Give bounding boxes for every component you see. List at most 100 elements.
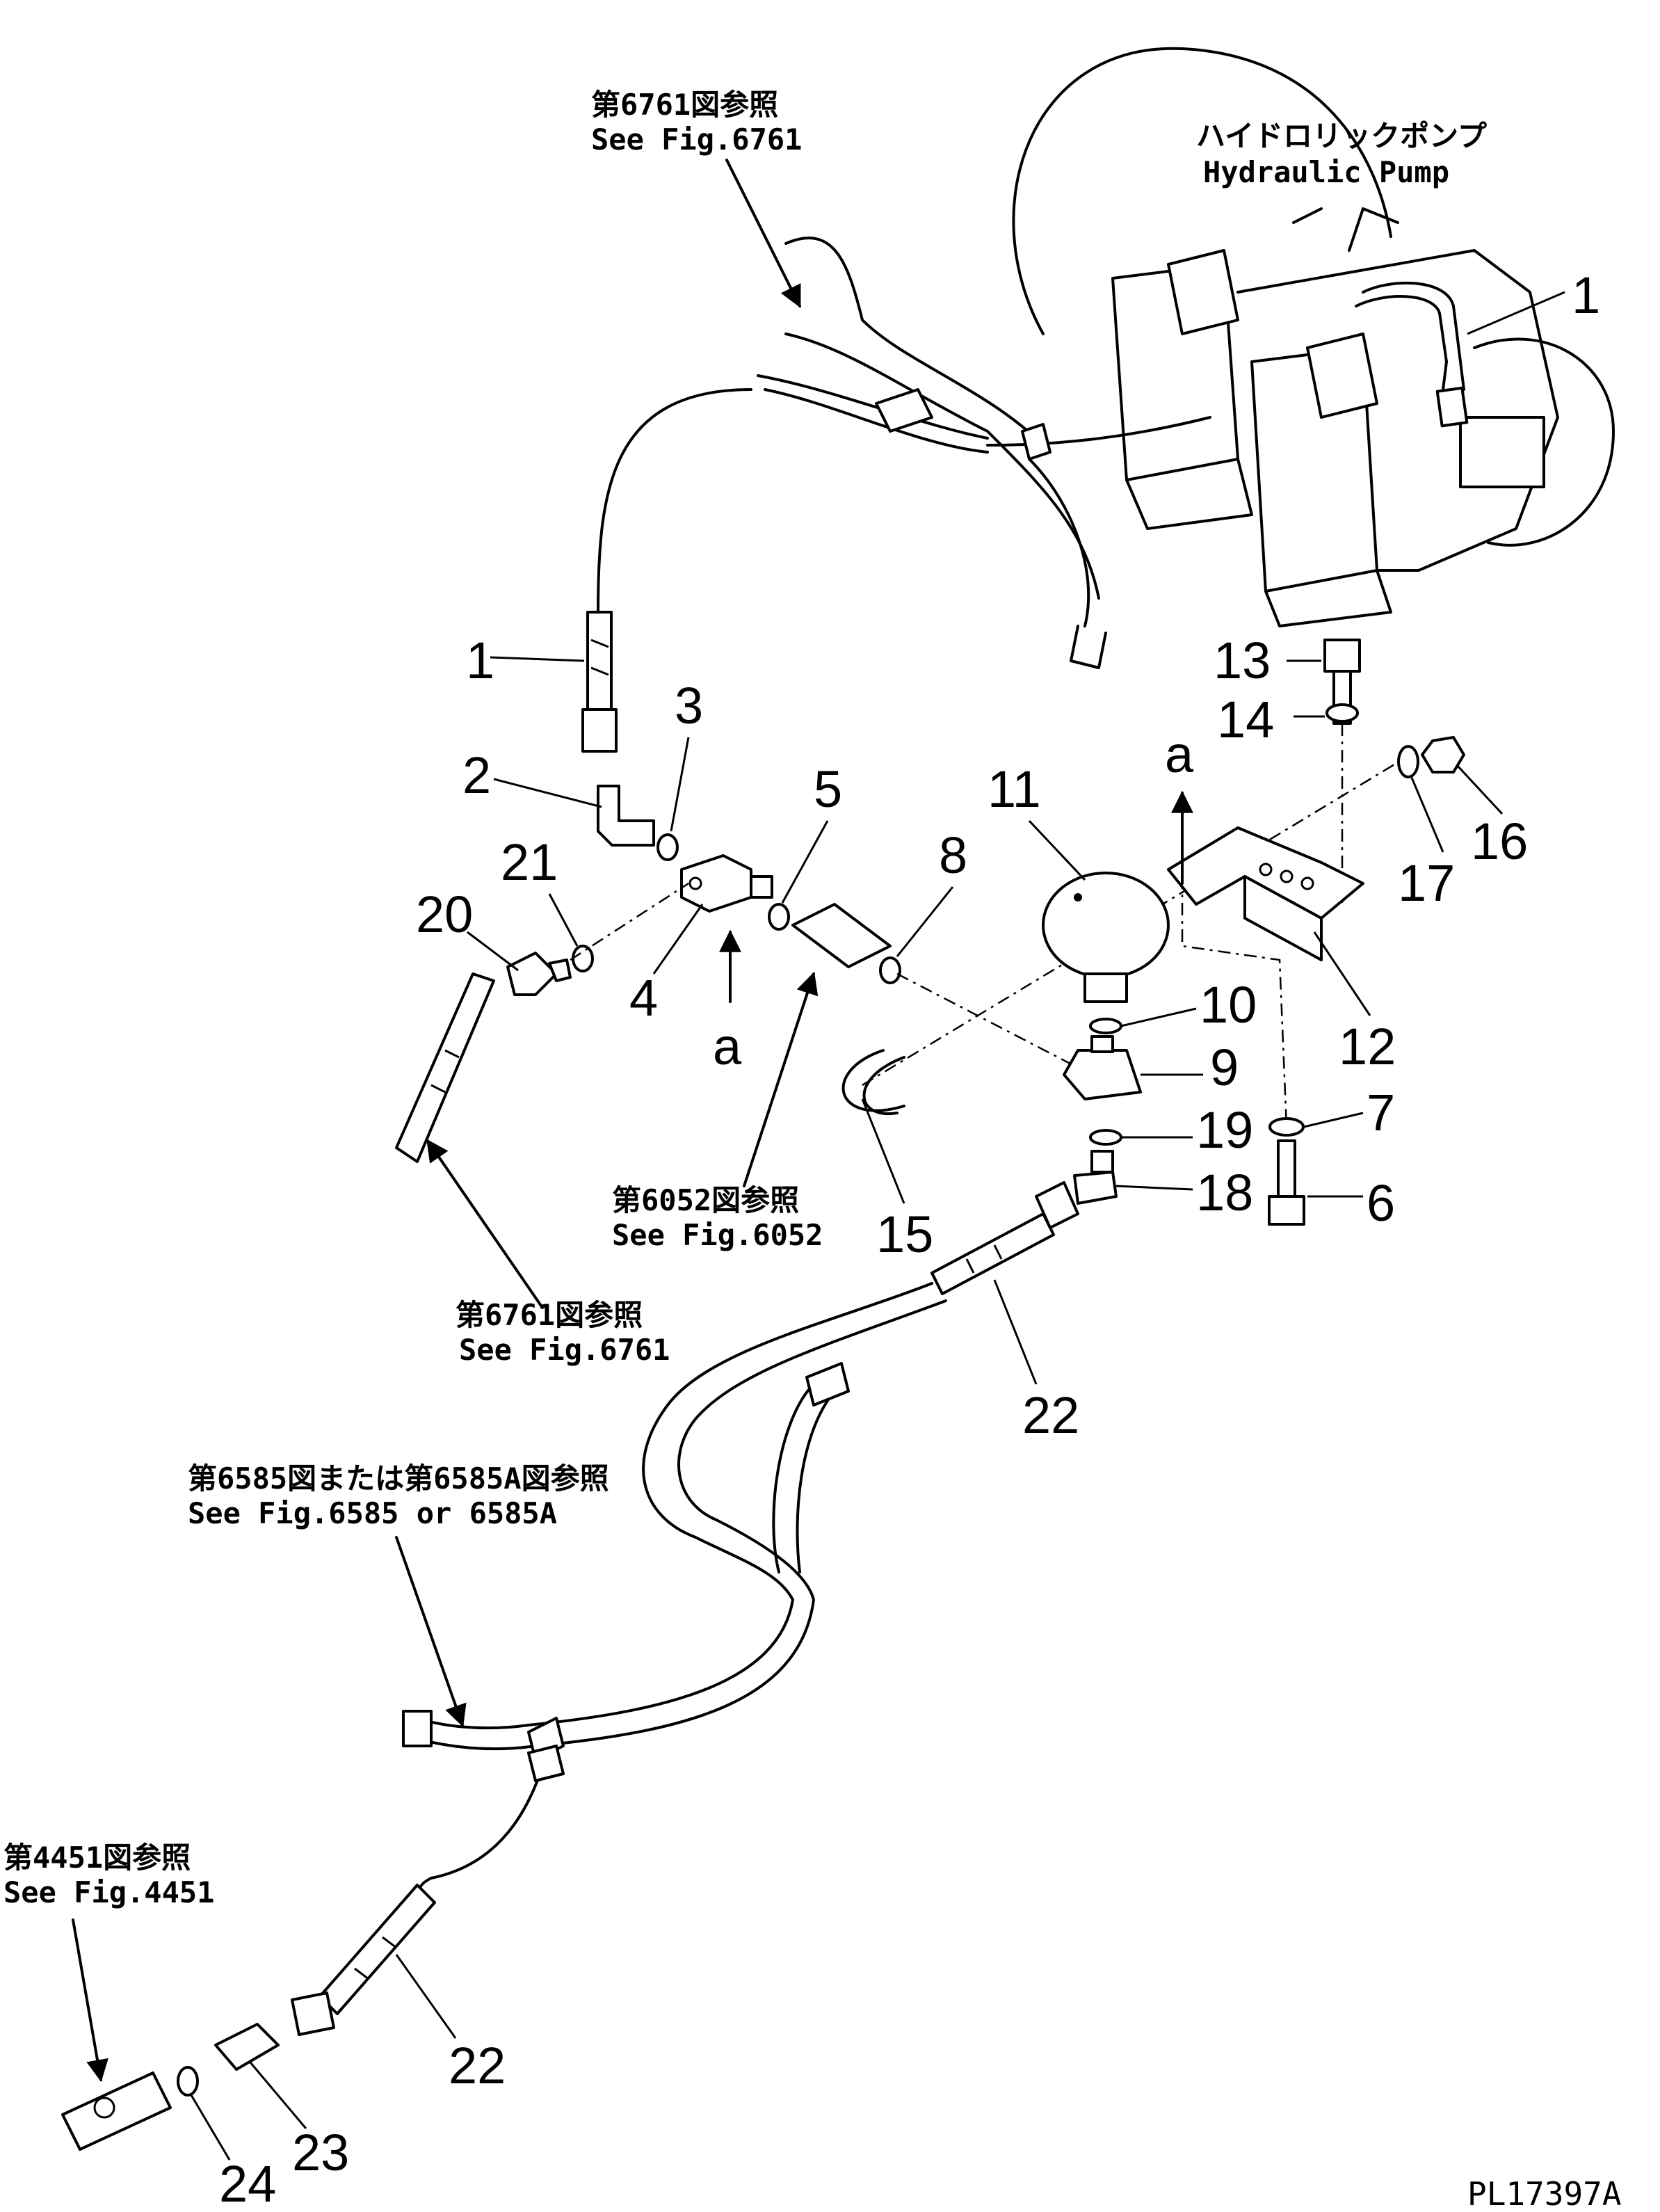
callout-17: 17 [1398, 854, 1455, 912]
part-20-switch [506, 952, 572, 996]
callout-1-left: 1 [466, 632, 494, 689]
ref-top-jp: 第6761図参照 [591, 88, 778, 122]
view-a-marker-lower: a [713, 1018, 742, 1075]
callout-12-leader [1313, 931, 1371, 1016]
callout-7-leader [1303, 1112, 1364, 1128]
ref-6585-en: See Fig.6585 or 6585A [188, 1496, 557, 1530]
callout-2: 2 [462, 746, 491, 804]
callout-12: 12 [1339, 1018, 1396, 1075]
part-7-washer [1268, 1117, 1305, 1137]
ref-6052-jp: 第6052図参照 [612, 1183, 799, 1217]
callout-10-leader [1120, 1007, 1197, 1027]
view-a-marker-upper: a [1165, 726, 1194, 783]
centerline-mid [896, 972, 1086, 1073]
callout-22-low-leader [395, 1954, 457, 2039]
adapter-6052 [791, 903, 892, 968]
wiring-harness-upper [597, 237, 1211, 669]
connector-6761-lower [395, 972, 495, 1163]
hose-1-lower [581, 611, 618, 753]
callout-11-leader [1028, 819, 1086, 881]
callout-17-leader [1410, 777, 1444, 853]
ref-6585-jp: 第6585図または第6585A図参照 [188, 1461, 609, 1496]
callout-4-leader [652, 904, 704, 975]
callout-23-leader [249, 2062, 307, 2129]
callout-9: 9 [1210, 1039, 1239, 1096]
pump-label-jp: ハイドロリックポンプ [1196, 119, 1487, 153]
callout-18: 18 [1196, 1164, 1253, 1221]
part-24-o-ring [177, 2066, 199, 2097]
callout-22-mid: 22 [1022, 1386, 1079, 1444]
callout-22-mid-leader [993, 1279, 1038, 1385]
hose-22-low [291, 1877, 436, 2036]
part-6-bolt [1268, 1139, 1305, 1226]
part-16-nut [1421, 736, 1465, 774]
callout-1-left-leader [490, 656, 585, 662]
ref-4451-jp: 第4451図参照 [3, 1841, 191, 1875]
ref-6052-en: See Fig.6052 [612, 1218, 823, 1252]
hydraulic-pump [1012, 47, 1615, 627]
hose-22-mid [642, 1181, 1079, 1539]
callout-24-leader [190, 2094, 231, 2161]
part-10-o-ring [1089, 1018, 1122, 1034]
callout-16-leader [1456, 764, 1504, 815]
callout-15: 15 [876, 1205, 933, 1263]
callout-3: 3 [675, 677, 703, 735]
ref-6761-lower-jp: 第6761図参照 [456, 1298, 643, 1332]
part-19-o-ring [1089, 1129, 1122, 1146]
callout-21: 21 [501, 833, 558, 891]
ref-6761-lower-leader [426, 1139, 544, 1309]
callout-15-leader [861, 1098, 905, 1204]
drawing-code: PL17397A [1467, 2175, 1622, 2212]
callout-19: 19 [1196, 1101, 1253, 1159]
part-9-tee [1063, 1035, 1142, 1100]
callout-1-top-leader [1467, 291, 1565, 335]
hose-1-upper [1355, 281, 1469, 428]
part-8-o-ring [879, 956, 901, 984]
callout-18-leader [1115, 1185, 1193, 1191]
callout-11: 11 [988, 760, 1041, 818]
callout-24: 24 [219, 2155, 276, 2212]
part-2-elbow [597, 785, 655, 847]
callout-3-leader [670, 737, 690, 832]
part-14-washer [1325, 703, 1359, 723]
callout-6: 6 [1367, 1174, 1395, 1232]
part-17-washer [1397, 745, 1419, 778]
ref-top-leader [725, 159, 801, 308]
part-21-o-ring [572, 945, 594, 972]
ref-6761-lower-en: See Fig.6761 [459, 1333, 670, 1367]
callout-16: 16 [1471, 812, 1528, 870]
callout-22-low: 22 [449, 2037, 506, 2094]
callout-10: 10 [1200, 976, 1257, 1034]
callout-20-leader [467, 931, 519, 972]
callout-21-leader [548, 893, 579, 947]
callout-13: 13 [1214, 632, 1271, 689]
ref-6585-leader [395, 1536, 467, 1728]
callout-1-top: 1 [1572, 266, 1600, 324]
centerline-left [570, 882, 689, 961]
part-23-nipple [214, 2023, 280, 2071]
ref-6052-leader [743, 971, 819, 1187]
part-11-accumulator [1042, 872, 1170, 1003]
callout-8: 8 [939, 826, 967, 884]
callout-8-leader [896, 886, 954, 957]
pump-label-en: Hydraulic Pump [1203, 155, 1449, 189]
part-15-u-bolt [841, 1049, 905, 1112]
callout-20: 20 [416, 885, 473, 943]
wiring-harness-lower [402, 1362, 850, 1880]
callout-5: 5 [814, 760, 842, 818]
callout-2-leader [493, 778, 602, 808]
ref-4451-leader [72, 1918, 108, 2083]
part-18-elbow [1073, 1150, 1118, 1205]
part-12-bracket [1167, 826, 1364, 961]
callout-14: 14 [1217, 691, 1274, 748]
connector-4451 [61, 2071, 172, 2151]
ref-top-en: See Fig.6761 [591, 122, 802, 157]
part-3-o-ring [656, 833, 679, 861]
callout-4: 4 [629, 969, 658, 1027]
ref-4451-en: See Fig.4451 [3, 1875, 214, 1909]
callout-5-leader [781, 820, 829, 904]
callout-7: 7 [1367, 1084, 1395, 1141]
part-5-o-ring [768, 903, 790, 931]
centerline-bolt-6 [1181, 876, 1288, 1128]
